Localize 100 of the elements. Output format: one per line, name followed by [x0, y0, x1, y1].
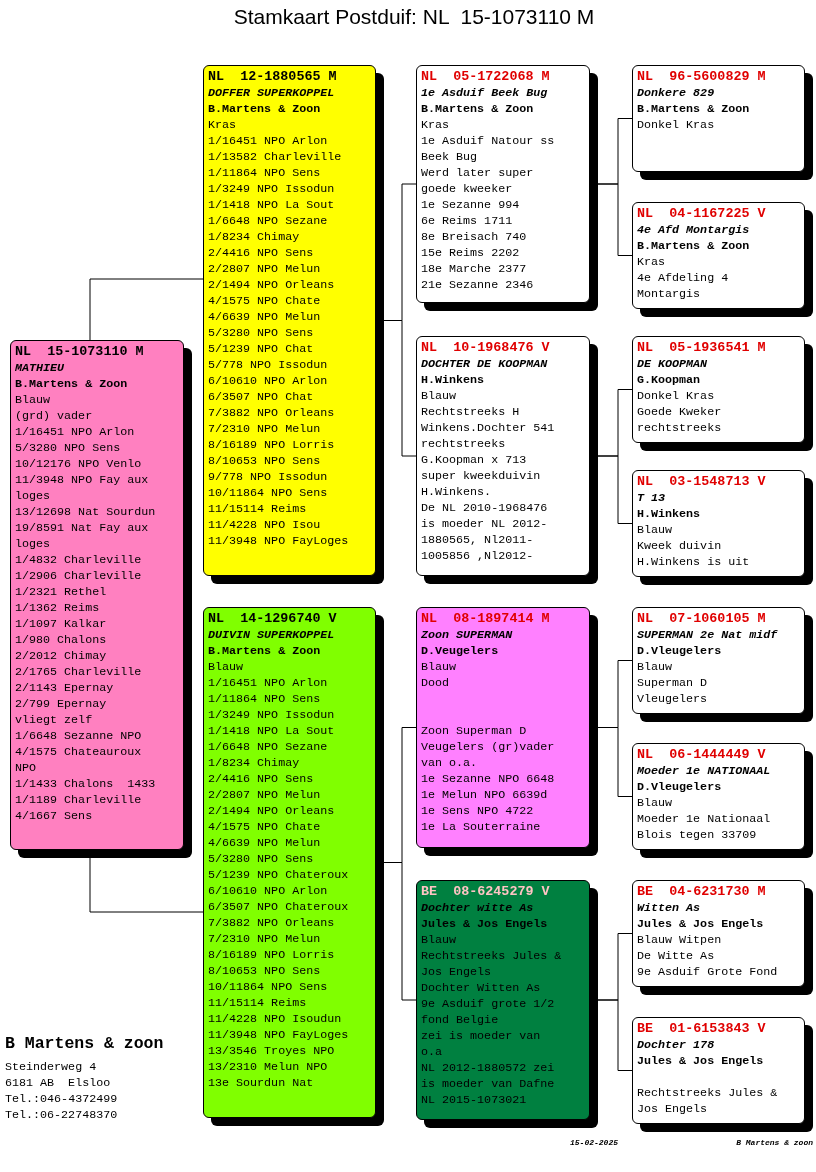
pedigree-note: 1/16451 NPO Arlon [15, 424, 135, 440]
pedigree-note: Blauw [637, 795, 673, 811]
pedigree-note: Blauw [15, 392, 51, 408]
pedigree-note: 2/1765 Charleville [15, 664, 142, 680]
ring-number: NL 10-1968476 V [421, 340, 550, 356]
breeder-name: H.Winkens [421, 372, 485, 388]
pedigree-note: Kweek duivin H.Winkens is uit [637, 538, 751, 570]
pedigree-note: 1/16451 NPO Arlon [208, 675, 328, 691]
pedigree-note: 1/980 Chalons [15, 632, 107, 648]
pedigree-note: Kras [208, 117, 237, 133]
pedigree-card [10, 340, 192, 858]
ring-number: NL 06-1444449 V [637, 747, 766, 763]
breeder-name: B.Martens & Zoon [637, 101, 750, 117]
pedigree-note: 1/11864 NPO Sens [208, 691, 321, 707]
pedigree-note: 8/10653 NPO Sens [208, 453, 321, 469]
pedigree-note: Blauw [421, 932, 457, 948]
print-date: 15-02-2025 [570, 1138, 618, 1148]
connector-line [89, 857, 204, 913]
breeder-name: D.Vleugelers [637, 643, 722, 659]
pigeon-name: Zoon SUPERMAN [421, 627, 513, 643]
pedigree-note: Rechtstreeks Jules & Jos Engels [421, 948, 563, 980]
pedigree-note: 5/3280 NPO Sens [15, 440, 121, 456]
pedigree-note: 7/2310 NPO Melun [208, 931, 321, 947]
pigeon-name: 1e Asduif Beek Bug [421, 85, 548, 101]
pigeon-name: Witten As [637, 900, 701, 916]
pedigree-card [632, 880, 813, 995]
pedigree-card [632, 470, 813, 585]
pedigree-note: 10/11864 NPO Sens [208, 485, 328, 501]
pedigree-note: 7/2310 NPO Melun [208, 421, 321, 437]
ring-number: BE 01-6153843 V [637, 1021, 766, 1037]
breeder-name: D.Veugelers [421, 643, 499, 659]
pedigree-note: 10/11864 NPO Sens [208, 979, 328, 995]
pedigree-note: 2/2012 Chimay [15, 648, 107, 664]
pedigree-note: 2/2807 NPO Melun [208, 787, 321, 803]
pedigree-note: 1/4832 Charleville [15, 552, 142, 568]
pedigree-note: 4/1667 Sens [15, 808, 93, 824]
ring-number: NL 04-1167225 V [637, 206, 766, 222]
pedigree-note: Kras [421, 117, 450, 133]
breeder-name: Jules & Jos Engels [637, 916, 764, 932]
postal-address: 6181 AB Elsloo [5, 1075, 111, 1091]
pedigree-note: 4/1575 NPO Chate [208, 293, 321, 309]
pedigree-note: 1/1418 NPO La Sout [208, 197, 335, 213]
ring-number: BE 04-6231730 M [637, 884, 766, 900]
pedigree-note: Blauw [637, 522, 673, 538]
connector-line [89, 278, 204, 341]
connector-line [597, 183, 633, 256]
pedigree-note: 10/12176 NPO Venlo [15, 456, 142, 472]
pedigree-note: 1e Melun NPO 6639d [421, 787, 548, 803]
pedigree-card [416, 880, 598, 1128]
pedigree-note: 2/2807 NPO Melun [208, 261, 321, 277]
pedigree-note: 11/3948 NPO FayLoges [208, 533, 349, 549]
pedigree-note: NL 2015-1073021 [421, 1092, 527, 1108]
pedigree-note: Donkel Kras [637, 117, 715, 133]
pedigree-note: Blauw [637, 659, 673, 675]
pedigree-note: 1/1433 Chalons 1433 [15, 776, 156, 792]
breeder-name: B.Martens & Zoon [208, 101, 321, 117]
pedigree-note: 15e Reims 2202 [421, 245, 520, 261]
pigeon-name: Dochter witte As [421, 900, 534, 916]
pigeon-name: Dochter 178 [637, 1037, 715, 1053]
pedigree-card [632, 607, 813, 722]
phone-number: Tel.:046-4372499 [5, 1091, 118, 1107]
pedigree-note: 8e Breisach 740 [421, 229, 527, 245]
breeder-name: Jules & Jos Engels [421, 916, 548, 932]
pedigree-note: 1/1189 Charleville [15, 792, 142, 808]
pedigree-note: 11/15114 Reims [208, 995, 307, 1011]
pedigree-note: Werd later super goede kweeker [421, 165, 535, 197]
pedigree-note: 1e Asduif Natour ss Beek Bug [421, 133, 556, 165]
pedigree-card [203, 65, 384, 584]
pigeon-name: SUPERMAN 2e Nat midf [637, 627, 778, 643]
pedigree-note: Donkel Kras [637, 388, 715, 404]
pigeon-name: Moeder 1e NATIONAAL [637, 763, 771, 779]
pigeon-name: MATHIEU [15, 360, 65, 376]
pigeon-name: 4e Afd Montargis [637, 222, 750, 238]
pedigree-note: vliegt zelf [15, 712, 93, 728]
pedigree-note: (grd) vader [15, 408, 93, 424]
pedigree-note: 1e Sezanne NPO 6648 [421, 771, 555, 787]
pigeon-name: Donkere 829 [637, 85, 715, 101]
pedigree-note: 5/778 NPO Issodun [208, 357, 328, 373]
pedigree-card [416, 336, 598, 584]
pedigree-note: 1/3249 NPO Issodun [208, 707, 335, 723]
pedigree-note: Dochter Witten As [421, 980, 541, 996]
breeder-name: B.Martens & Zoon [637, 238, 750, 254]
pedigree-note: 5/3280 NPO Sens [208, 325, 314, 341]
ring-number: BE 08-6245279 V [421, 884, 550, 900]
pedigree-note: 4/1575 Chateauroux NPO [15, 744, 143, 776]
pedigree-card [632, 65, 813, 180]
pedigree-note: 2/4416 NPO Sens [208, 771, 314, 787]
ring-number: NL 08-1897414 M [421, 611, 550, 627]
pedigree-note: 4/6639 NPO Melun [208, 309, 321, 325]
pedigree-note: 11/4228 NPO Isoudun [208, 1011, 342, 1027]
pigeon-name: DOCHTER DE KOOPMAN [421, 356, 548, 372]
pedigree-note: 4/1575 NPO Chate [208, 819, 321, 835]
connector-line [597, 999, 633, 1071]
pedigree-note: 11/3948 NPO Fay aux loges [15, 472, 150, 504]
connector-line [597, 455, 633, 524]
pedigree-note: Goede Kweker rechtstreeks [637, 404, 723, 436]
pedigree-note: 5/1239 NPO Chateroux [208, 867, 349, 883]
pedigree-note: 1/6648 NPO Sezane [208, 213, 328, 229]
pedigree-note: Superman D Vleugelers [637, 675, 709, 707]
pedigree-note: zei is moeder van o.a [421, 1028, 542, 1060]
